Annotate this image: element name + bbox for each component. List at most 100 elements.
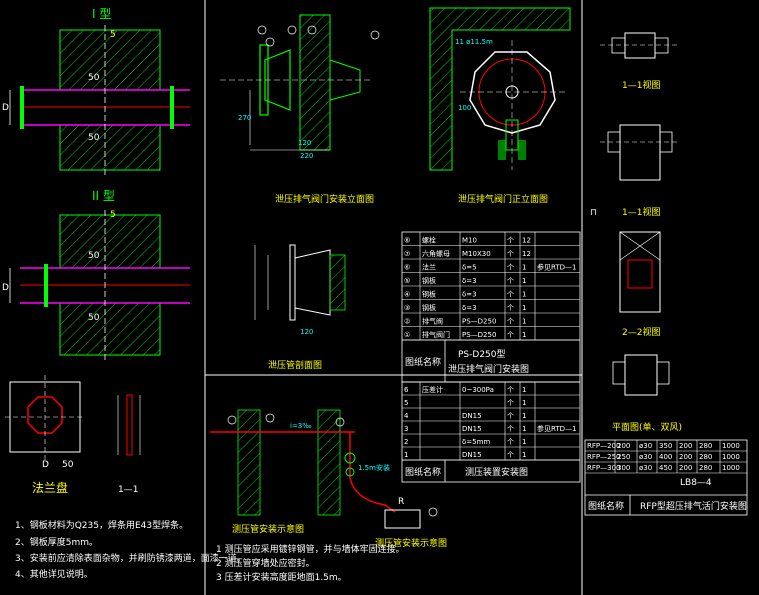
top-table-cell: 12 [522, 250, 531, 258]
right-table-title-label: 图纸名称 [588, 500, 624, 512]
top-table-cell: 钢板 [422, 290, 436, 299]
top-table-cell: 个 [507, 277, 514, 285]
right-table-cell: ø30 [639, 442, 652, 450]
right-table-cell: 300 [617, 464, 630, 472]
top-table-cell: 个 [507, 237, 514, 245]
right-view3-title: 2—2视图 [622, 326, 660, 338]
top-table-cell: ① [404, 331, 410, 339]
type1-title: I 型 [92, 7, 111, 21]
bottom-table-cell: 1 [522, 425, 526, 433]
top-table-cell: 排气阀门 [422, 330, 450, 339]
top-table-title-name: 泄压排气阀门安装图 [448, 363, 529, 375]
top-table-cell: 1 [522, 318, 526, 326]
right-table-cell: 1000 [722, 453, 740, 461]
elevation2-title: 泄压排气阀门正立面图 [458, 193, 548, 205]
top-table-cell: 排气阀 [422, 317, 443, 326]
right-table-cell: ø30 [639, 453, 652, 461]
top-table-cell: ⑧ [404, 237, 410, 245]
top-table-cell: 1 [522, 264, 526, 272]
pressure-pipe-drawing: i=3‰ 1.5m安装 R [210, 409, 438, 529]
top-table-cell: δ=3 [462, 277, 477, 285]
bottom-table-cell: 个 [507, 386, 514, 394]
bottom-table-cell: 1 [522, 451, 526, 459]
section-1-1-label: 1—1 [118, 485, 138, 495]
type2-dim-50-bottom: 50 [88, 313, 100, 323]
bottom-table-cell: 个 [507, 451, 514, 459]
right-view-2 [600, 124, 680, 181]
bottom-table-cell: 2 [404, 438, 408, 446]
top-table-cell: PS—D250 [462, 331, 496, 339]
right-table-cell: 200 [679, 442, 692, 450]
bottom-table-cell: 1 [522, 399, 526, 407]
bottom-table-cell: 1 [522, 438, 526, 446]
type1-dim-50-top: 50 [88, 73, 100, 83]
pipe-slope-label: i=3‰ [290, 422, 312, 430]
right-table-cell: 450 [659, 464, 672, 472]
right-table-cell: 1000 [722, 442, 740, 450]
bottom-table-cell: DN15 [462, 425, 482, 433]
right-table-cell: 280 [699, 453, 712, 461]
flange-dim-d: D [42, 460, 49, 470]
top-table-cell: 1 [522, 291, 526, 299]
right-table-cell: 200 [679, 453, 692, 461]
pressure-pipe-subtitle: 测压管安装示意图 [375, 537, 447, 549]
bottom-table-cell: 4 [404, 412, 409, 420]
bottom-table-cell: 5 [404, 399, 408, 407]
right-table-cell: RFP—300 [587, 464, 620, 472]
top-table-cell: 钢板 [422, 303, 436, 312]
top-table-cell: δ=3 [462, 304, 477, 312]
top-table-cell: PS—D250 [462, 318, 496, 326]
type1-dim-50-bottom: 50 [88, 133, 100, 143]
pipe-note-2: 2 测压管穿墙处应密封。 [216, 557, 315, 569]
type2-dim-5: 5 [110, 210, 116, 220]
bottom-table-cell: 个 [507, 425, 514, 433]
elev2-dim-11: 11 ø11.5m [455, 38, 493, 46]
right-table-cell: RFP—250 [587, 453, 620, 461]
right-view2-title: 1—1视图 [622, 206, 660, 218]
right-table-cell: RFP—200 [587, 442, 620, 450]
type2-wall-detail: D 5 50 50 [2, 210, 190, 360]
type2-dim-d: D [2, 283, 9, 293]
top-table-title-label: 图纸名称 [405, 356, 441, 368]
pressure-pipe-title: 测压管安装示意图 [232, 523, 304, 535]
bottom-table-title-label: 图纸名称 [405, 466, 441, 478]
top-table-cell: M10 [462, 237, 477, 245]
bottom-table-cell: 个 [507, 399, 514, 407]
bottom-table-cell: DN15 [462, 412, 482, 420]
bottom-table-cell: DN15 [462, 451, 482, 459]
bottom-table-cell: 压差计 [422, 385, 443, 394]
section-1-1-drawing [117, 394, 141, 456]
right-spec-table [584, 439, 748, 516]
valve-front-drawing: 11 ø11.5m 100 [429, 7, 571, 171]
bottom-table-cell: 个 [507, 412, 514, 420]
section-dim-120: 120 [300, 328, 313, 336]
right-table-cell: 1000 [722, 464, 740, 472]
top-table-cell: 个 [507, 250, 514, 258]
notes-block: 1、钢板材料为Q235，焊条用E43型焊条。 2、钢板厚度5mm。 3、安装前应… [15, 519, 246, 580]
bottom-table-cell: 1 [404, 451, 408, 459]
valve-elevation-drawing: 270 120 220 [220, 14, 380, 160]
top-table-cell: 1 [522, 277, 526, 285]
top-table-cell: 个 [507, 304, 514, 312]
type2-title: II 型 [92, 189, 115, 203]
elev2-dim-100: 100 [458, 104, 471, 112]
pipe-height-label: 1.5m安装 [358, 463, 390, 472]
right-table-cell: 280 [699, 442, 712, 450]
top-table-cell: 个 [507, 318, 514, 326]
top-table-cell: 钢板 [422, 276, 436, 285]
note-2: 2、钢板厚度5mm。 [15, 536, 98, 548]
bottom-table-cell: δ=5mm [462, 438, 490, 446]
right-table-cell: 350 [659, 442, 672, 450]
type1-dim-d: D [2, 103, 9, 113]
top-table-title-model: PS-D250型 [458, 349, 506, 360]
bottom-table-cell: 1 [522, 386, 526, 394]
top-table-cell: ⑦ [404, 250, 410, 258]
frame-lines [204, 0, 583, 595]
elev1-dim-120: 120 [298, 139, 311, 147]
flange-title: 法兰盘 [32, 480, 68, 495]
parts-table-top-title: 图纸名称 PS-D250型 泄压排气阀门安装图 [402, 339, 580, 382]
right-table-cell: 200 [617, 442, 630, 450]
